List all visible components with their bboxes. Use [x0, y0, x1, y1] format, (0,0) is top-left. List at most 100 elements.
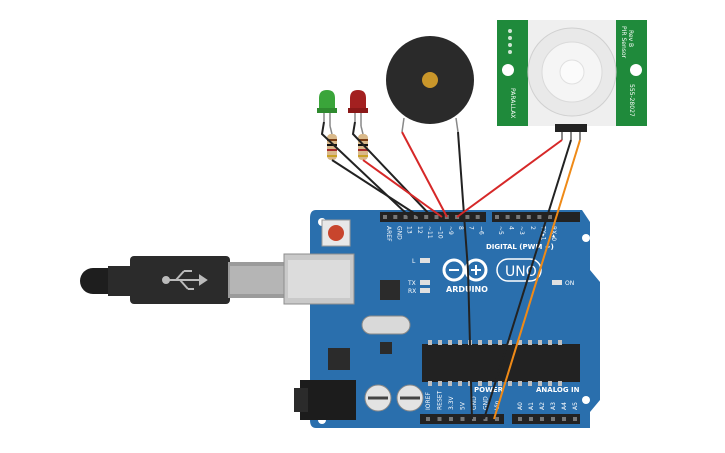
digital-pin-2[interactable]	[403, 215, 408, 219]
pir-rev-label: Rev B	[627, 30, 634, 47]
power-pin-1[interactable]	[437, 417, 442, 421]
led-l-label: L	[412, 258, 416, 265]
digital-pin-label: 7	[467, 226, 474, 230]
power-pin-label: GND	[471, 396, 478, 410]
analog-pin-1[interactable]	[529, 417, 533, 421]
analog-pin-label: A1	[528, 402, 535, 410]
analog-pin-2[interactable]	[540, 417, 544, 421]
mounting-hole	[582, 234, 590, 242]
mounting-hole	[582, 396, 590, 404]
digital-pin-label: ~3	[518, 226, 525, 235]
arduino-infinity-logo-icon	[442, 258, 488, 282]
pir-part-label: 555-28027	[628, 84, 635, 117]
power-jack	[300, 380, 356, 420]
digital-pin-label: 12	[416, 226, 423, 234]
analog-header	[512, 414, 580, 424]
wire-green-resistor	[331, 159, 421, 218]
wire-buzzer-signal	[401, 131, 448, 218]
digital-pin-label: ~6	[478, 226, 485, 235]
digital-pin-1[interactable]	[393, 215, 398, 219]
power-pin-6[interactable]	[495, 417, 499, 421]
analog-pin-4[interactable]	[562, 417, 566, 421]
power-pin-label: 5V	[460, 401, 467, 410]
led-l-indicator	[420, 258, 430, 263]
wire-red-led-gnd	[351, 121, 433, 218]
digital-pin-label: 4	[508, 226, 515, 230]
led-tx-label: TX	[407, 280, 416, 287]
analog-pin-5[interactable]	[573, 417, 577, 421]
digital-pin-label: RX◂0	[550, 226, 557, 241]
pir-name-label: PIR Sensor	[620, 26, 627, 59]
wire-pir-signal	[456, 139, 563, 218]
analog-pin-0[interactable]	[518, 417, 522, 421]
mounting-hole	[630, 64, 642, 76]
mounting-hole	[502, 64, 514, 76]
power-pin-3[interactable]	[460, 417, 465, 421]
on-label: ON	[565, 280, 574, 287]
led-on-indicator	[552, 280, 562, 285]
digital-pin-9[interactable]	[475, 215, 480, 219]
analog-pin-label: A0	[517, 402, 524, 410]
digital-pin-4[interactable]	[424, 215, 429, 219]
digital-pin-8[interactable]	[465, 215, 470, 219]
analog-pin-label: A4	[561, 402, 568, 410]
power-pin-label: 3.3V	[448, 395, 455, 410]
digital-header-right	[492, 212, 580, 222]
led-icon	[350, 90, 366, 110]
wire-green-led-gnd	[320, 121, 411, 218]
digital-pin-3[interactable]	[413, 215, 418, 219]
analog-pin-label: A5	[572, 402, 579, 410]
reset-button-cap[interactable]	[328, 225, 344, 241]
digital-pin-15[interactable]	[548, 215, 552, 219]
power-pin-4[interactable]	[472, 417, 476, 421]
wire-red-resistor	[362, 159, 443, 218]
digital-pin-11[interactable]	[505, 215, 510, 219]
digital-pin-13[interactable]	[526, 215, 531, 219]
small-chip	[380, 342, 392, 354]
digital-header-label: DIGITAL (PWM ~)	[486, 243, 554, 251]
piezo-buzzer	[386, 36, 474, 133]
power-pin-5[interactable]	[483, 417, 488, 421]
analog-header-label: ANALOG IN	[536, 386, 580, 394]
usb-cable	[80, 256, 288, 304]
usb-plug-icon	[162, 270, 208, 290]
pir-side-label: PARALLAX	[509, 88, 516, 118]
digital-pin-label: ~11	[426, 226, 433, 239]
crystal-oscillator	[361, 315, 411, 335]
led-tx-indicator	[420, 280, 430, 285]
led-rx-label: RX	[408, 288, 416, 295]
digital-pin-label: ~5	[497, 226, 504, 235]
analog-pin-label: A2	[539, 402, 546, 410]
red-led	[348, 90, 368, 126]
digital-pin-5[interactable]	[434, 215, 439, 219]
analog-pin-3[interactable]	[551, 417, 555, 421]
capacitor	[396, 384, 424, 412]
wire-pir-vcc	[493, 139, 581, 420]
digital-pin-14[interactable]	[537, 215, 542, 219]
analog-pin-label: A3	[550, 402, 557, 410]
digital-pin-label: ~9	[447, 226, 454, 235]
led-icon	[319, 90, 335, 110]
digital-pin-label: ~10	[437, 226, 444, 239]
digital-pin-0[interactable]	[383, 215, 387, 219]
digital-pin-12[interactable]	[516, 215, 521, 219]
arduino-brand-text: ARDUINO	[446, 285, 488, 294]
power-pin-2[interactable]	[449, 417, 453, 421]
wires	[320, 121, 581, 420]
digital-pin-label: 2	[529, 226, 536, 230]
green-led	[317, 90, 337, 126]
capacitor	[364, 384, 392, 412]
power-pin-0[interactable]	[426, 417, 430, 421]
pir-sensor: PARALLAX PIR Sensor Rev B 555-28027	[497, 20, 647, 140]
digital-pin-10[interactable]	[495, 215, 499, 219]
digital-pin-label: GND	[395, 226, 402, 240]
digital-pin-label: AREF	[385, 226, 392, 242]
digital-header-left	[380, 212, 486, 222]
digital-pin-label: 8	[457, 226, 464, 230]
power-pin-label: GND	[483, 396, 490, 410]
digital-pin-label: 13	[406, 226, 413, 234]
uno-logo-badge	[496, 258, 542, 282]
wire-buzzer-gnd	[457, 131, 473, 420]
